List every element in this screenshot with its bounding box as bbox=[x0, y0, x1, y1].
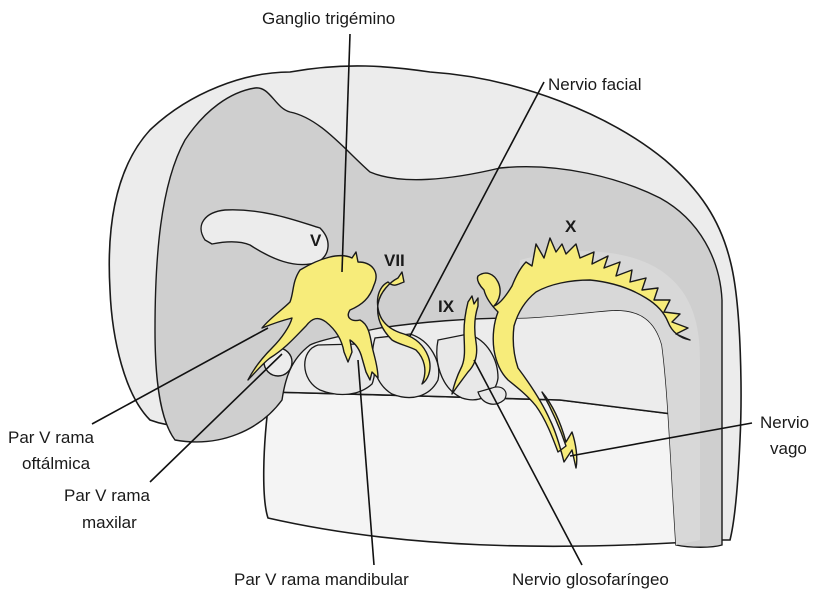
numeral-x: X bbox=[565, 217, 577, 236]
label-rama-maxilar-line2: maxilar bbox=[82, 513, 137, 532]
label-rama-oftalmica-line1: Par V rama bbox=[8, 428, 95, 447]
label-nervio-glosofaringeo: Nervio glosofaríngeo bbox=[512, 570, 669, 589]
numeral-vii: VII bbox=[384, 251, 405, 270]
label-rama-oftalmica-line2: oftálmica bbox=[22, 454, 91, 473]
label-nervio-vago-line1: Nervio bbox=[760, 413, 809, 432]
label-rama-mandibular: Par V rama mandibular bbox=[234, 570, 409, 589]
label-nervio-vago-line2: vago bbox=[770, 439, 807, 458]
numeral-v: V bbox=[310, 231, 322, 250]
label-rama-maxilar-line1: Par V rama bbox=[64, 486, 151, 505]
numeral-ix: IX bbox=[438, 297, 455, 316]
label-ganglio-trigemino: Ganglio trigémino bbox=[262, 9, 395, 28]
label-nervio-facial: Nervio facial bbox=[548, 75, 642, 94]
lower-body bbox=[264, 392, 720, 546]
